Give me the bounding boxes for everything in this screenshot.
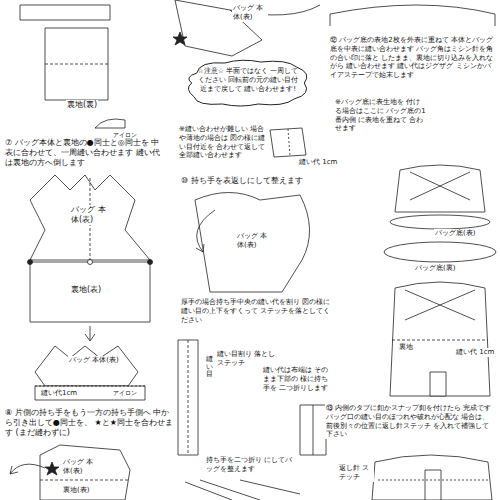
note-text: ※縫い合わせが難しい 場合や薄地の場合は 図の様に縫い目付近を 合わせて返して … [178,125,268,160]
part-label: 厚手の場合持ち手中央の縫い代を割り 図の様に縫い目の上下をすくって ステッチを落… [180,298,332,324]
part-label: 返し針 ステッチ [338,464,374,482]
part-label: 縫い代は布端は そのまま下部の 様に持ち手を 二つ折りします [262,366,330,392]
part-label: 縫い代1cm [40,389,78,398]
step-instruction: ⑩ 持ち手を表返しにして整えます [180,176,332,186]
part-label: 裏地 [398,343,414,352]
part-label: バッグ 本体(表) [70,205,110,225]
part-label: バッグ底(表) [434,229,476,238]
part-label: バッグ底(裏) [414,264,456,273]
caution-text: ☆注意☆ 半面ではなく 一周してください 回転前の元の縫い目付近まで戻して 縫い… [184,58,312,103]
step-instruction: ⑫ バッグ底の表地2枚を外表に重ねて 本体とバッグ底を中表に縫い合わせます バッ… [329,36,497,80]
part-label: 裏地(表) [62,486,90,495]
part-label: 裏地(表) [70,285,102,295]
note-text: ※バッグ底に表生地を 付ける場合はここに バッグ底の1番内側 に表地を重ねて 合… [334,98,428,133]
part-label: 持ち手を二つ折り にしてバッグを整えます [205,456,299,474]
part-label: 縫い代 1cm [298,158,338,167]
part-label: バッグ 本体(表) [236,232,274,250]
step-instruction: ⑧ 片側の持ち手をもう一方の持ち手側へ 中から引き出して●同士を、 ★と★同士を… [4,408,174,438]
part-label: バッグ 本体(表) [68,356,120,365]
caution-cloud: ☆注意☆ 半面ではなく 一周してください 回転前の元の縫い目付近まで戻して 縫い… [184,58,312,108]
part-label: 裏地(裏) [66,100,98,110]
part-label: 縫い目 [205,356,214,379]
step-instruction: ⑦ バッグ本体と裏地の●同士と◎同士を 中表に合わせて、一周縫い合わせます 縫い… [4,138,168,168]
part-label: 縫い代 1cm [455,348,495,357]
part-label: バッグ 本体(表) [62,458,100,476]
part-label: 縫い目割り 落としステッチ [216,350,278,368]
part-label: バッグ 本体(表) [232,4,268,22]
part-label: アイロン [112,389,138,397]
step-instruction: ⑬ 内側のタブに釦かスナップ釦を付けたら 完成です バッグ口の縫い目のほつれや破… [325,404,497,439]
